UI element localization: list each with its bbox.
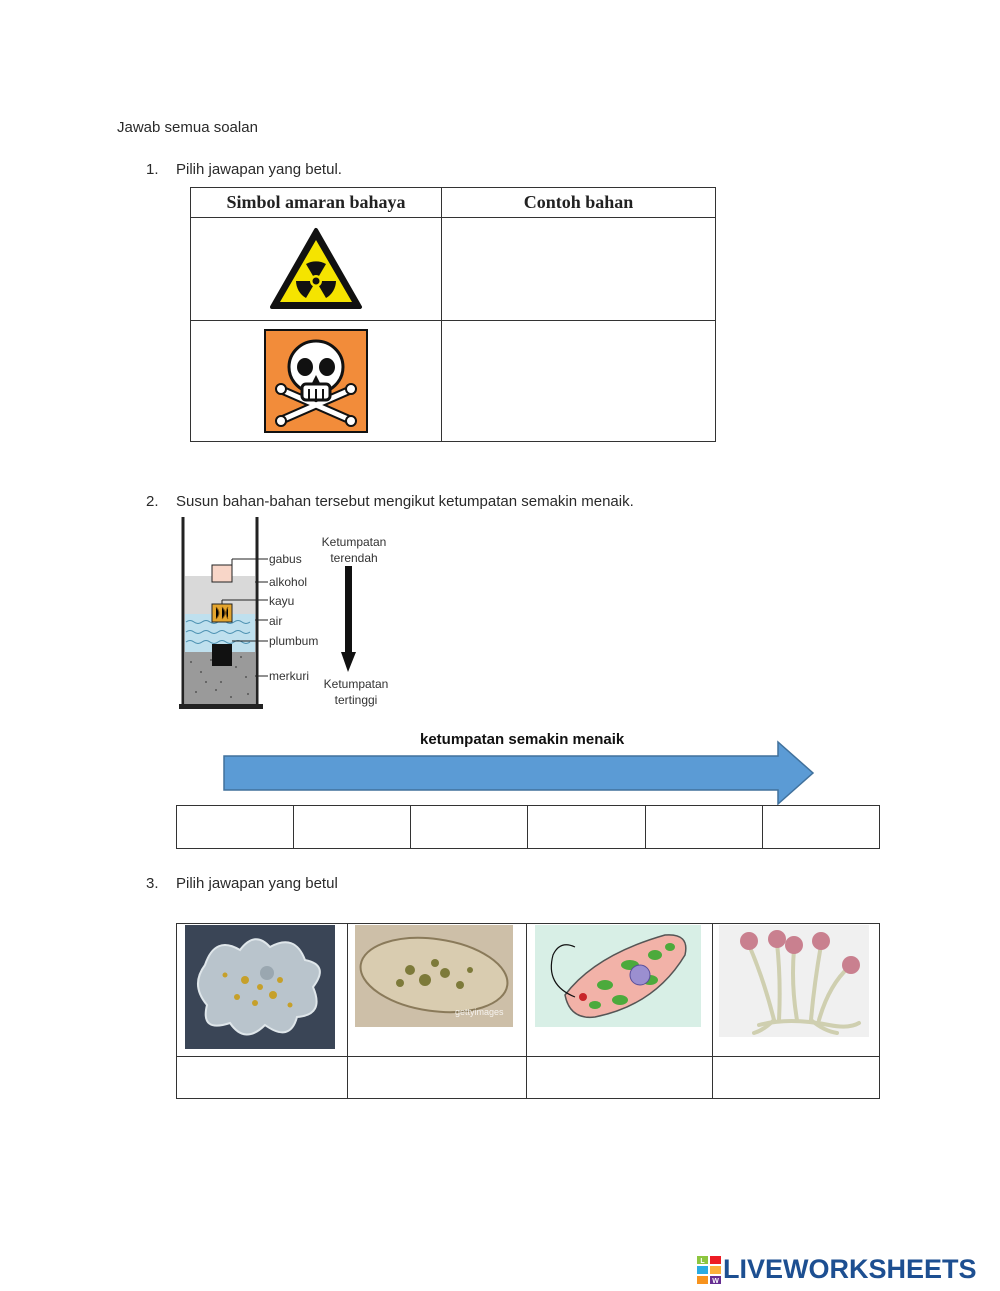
q1-number: 1. <box>146 161 159 178</box>
liveworksheets-logo-icon: L W <box>697 1255 721 1284</box>
label-merkuri: merkuri <box>269 669 309 683</box>
q2-number: 2. <box>146 493 159 510</box>
q2-answer-box-4[interactable] <box>527 805 646 849</box>
q2-answer-box-6[interactable] <box>761 805 881 849</box>
density-arrow-shaft <box>345 566 352 652</box>
q2-answer-box-2[interactable] <box>293 805 412 849</box>
q3-image-cell-1 <box>176 923 348 1057</box>
logo-letter-w: W <box>712 1278 719 1284</box>
q3-answer-cell-4[interactable] <box>712 1056 880 1099</box>
q1-header-example: Contoh bahan <box>441 187 716 218</box>
q1-toxic-cell <box>190 320 442 442</box>
top-label-line1: Ketumpatan <box>322 535 387 549</box>
plumbum-block <box>212 644 232 666</box>
arrow-label: ketumpatan semakin menaik <box>420 731 625 748</box>
label-alkohol: alkohol <box>269 575 307 589</box>
liveworksheets-logo[interactable]: L W LIVEWORKSHEETS <box>697 1254 977 1285</box>
instruction-text: Jawab semua soalan <box>117 119 258 136</box>
q2-text: Susun bahan-bahan tersebut mengikut ketu… <box>176 493 634 510</box>
amoeba-image <box>185 925 335 1049</box>
q1-header-symbol: Simbol amaran bahaya <box>190 187 442 218</box>
q1-answer-cell-2[interactable] <box>441 320 716 442</box>
q3-image-cell-3 <box>526 923 713 1057</box>
increasing-density-arrow <box>223 740 815 806</box>
logo-letter-l: L <box>700 1258 705 1265</box>
density-arrow-head <box>341 652 356 672</box>
q3-image-cell-4 <box>712 923 880 1057</box>
euglena-image <box>535 925 701 1027</box>
toxic-skull-icon <box>264 329 368 433</box>
bottom-label-line2: tertinggi <box>335 693 378 707</box>
q2-answer-box-5[interactable] <box>644 805 763 849</box>
q1-radiation-cell <box>190 217 442 321</box>
bottom-label-line1: Ketumpatan <box>324 677 389 691</box>
paramecium-image: gettyimages <box>355 925 513 1027</box>
q2-answer-box-3[interactable] <box>410 805 529 849</box>
q2-answer-box-1[interactable] <box>175 805 295 849</box>
logo-text: LIVEWORKSHEETS <box>723 1254 977 1284</box>
radiation-warning-icon <box>270 228 362 309</box>
top-label-line2: terendah <box>330 551 377 565</box>
mucor-fungus-image <box>719 925 869 1037</box>
q3-number: 3. <box>146 875 159 892</box>
q1-answer-cell-1[interactable] <box>441 217 716 321</box>
getty-watermark: gettyimages <box>455 1007 504 1017</box>
q3-image-cell-2: gettyimages <box>347 923 527 1057</box>
label-air: air <box>269 614 282 628</box>
label-plumbum: plumbum <box>269 634 318 648</box>
q1-table: Simbol amaran bahaya Contoh bahan <box>190 187 716 442</box>
label-gabus: gabus <box>269 552 302 566</box>
q3-answer-cell-2[interactable] <box>347 1056 527 1099</box>
q3-table: gettyimages <box>176 923 880 1099</box>
q3-answer-cell-3[interactable] <box>526 1056 713 1099</box>
q1-text: Pilih jawapan yang betul. <box>176 161 342 178</box>
label-kayu: kayu <box>269 594 294 608</box>
q3-text: Pilih jawapan yang betul <box>176 875 338 892</box>
density-beaker-diagram: gabus alkohol kayu air plumbum merkuri K… <box>179 517 389 709</box>
gabus-block <box>211 564 233 583</box>
q3-answer-cell-1[interactable] <box>176 1056 348 1099</box>
q2-answer-boxes <box>175 805 881 849</box>
